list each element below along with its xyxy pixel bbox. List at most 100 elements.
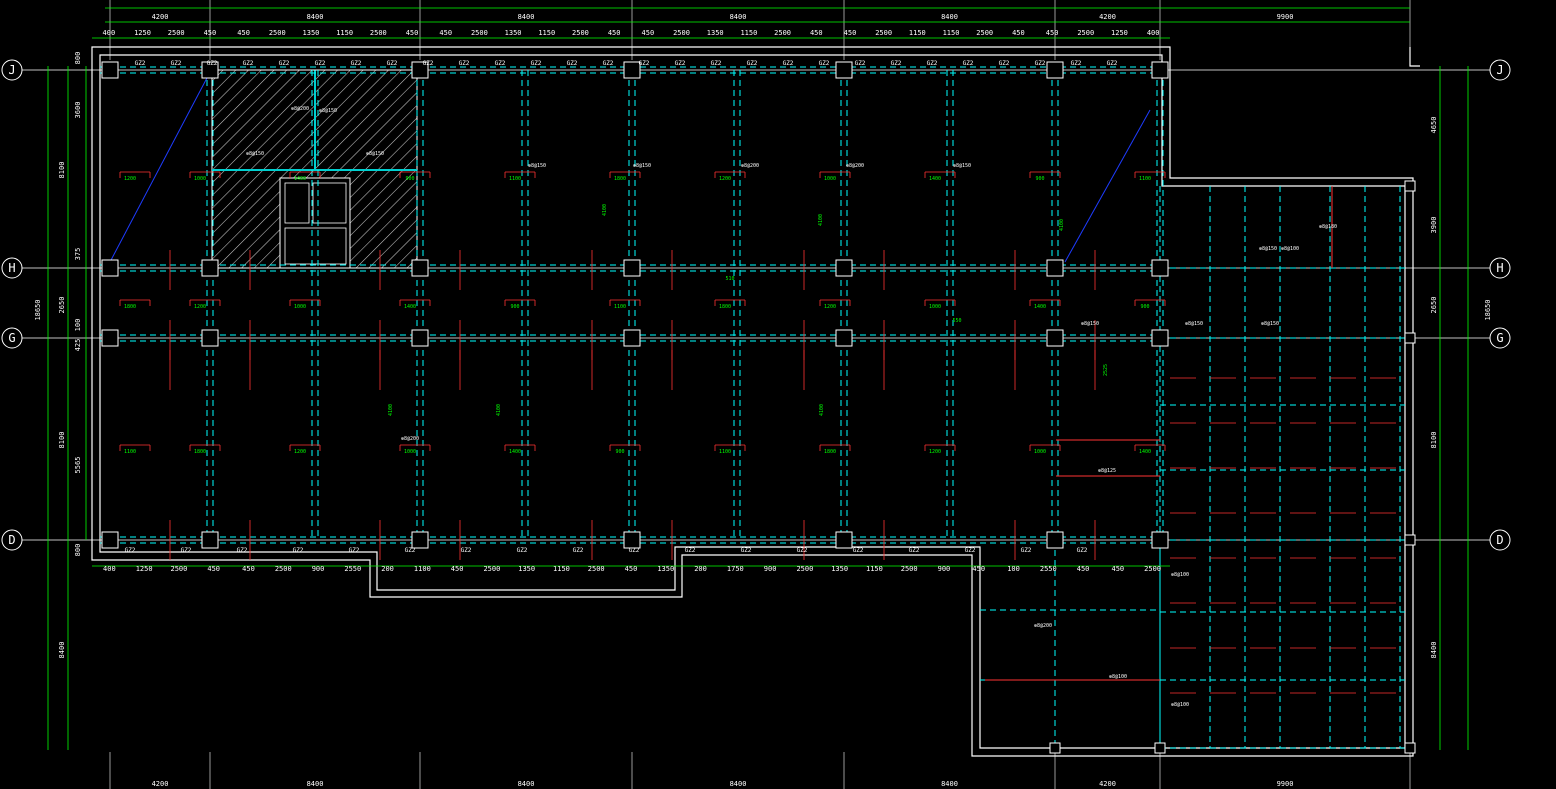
column: [411, 61, 429, 79]
bar-length-label: 1100: [124, 449, 136, 455]
column: [835, 259, 853, 277]
bottom-detail-dimension: 400: [103, 565, 116, 573]
axis-label: H: [1496, 261, 1503, 275]
left-dimension: 100: [74, 319, 82, 332]
right-dimension: 2650: [1430, 297, 1438, 314]
top-detail-dimension: 1350: [505, 29, 522, 37]
top-detail-dimension: 1350: [303, 29, 320, 37]
span-dimension: 550: [952, 318, 961, 324]
top-detail-dimension: 450: [237, 29, 250, 37]
bottom-detail-dimension: 2500: [483, 565, 500, 573]
top-detail-dimension: 450: [204, 29, 217, 37]
column-tag: GZ2: [171, 60, 182, 67]
right-total-dimension: 18650: [1484, 299, 1492, 320]
column-tag: GZ2: [349, 547, 360, 554]
top-detail-dimension: 450: [810, 29, 823, 37]
top-detail-dimension: 2500: [673, 29, 690, 37]
bottom-detail-dimension: 2500: [796, 565, 813, 573]
top-detail-dimension: 1350: [707, 29, 724, 37]
column-tag: GZ2: [711, 60, 722, 67]
axis-label: J: [8, 63, 15, 77]
axis-bubble: [1, 327, 23, 349]
bottom-detail-dimension: 100: [1007, 565, 1020, 573]
column: [101, 531, 119, 549]
span-dimension: 510: [725, 276, 734, 282]
left-dimension: 8100: [58, 162, 66, 179]
column: [1151, 259, 1169, 277]
column-tag: GZ2: [207, 60, 218, 67]
axis-label: J: [1496, 63, 1503, 77]
column-tag: GZ2: [685, 547, 696, 554]
left-total-dimension: 18650: [34, 299, 42, 320]
bar-length-label: 1800: [614, 176, 626, 182]
column: [1404, 332, 1416, 344]
bar-length-label: 900: [1140, 304, 1149, 310]
bottom-bay-dimension: 8400: [518, 780, 535, 788]
column: [1151, 329, 1169, 347]
column: [1046, 329, 1064, 347]
bottom-detail-dimension: 2550: [1040, 565, 1057, 573]
axis-bubble: [1489, 529, 1511, 551]
column-tag: GZ2: [351, 60, 362, 67]
bottom-detail-dimension: 2500: [1144, 565, 1161, 573]
top-detail-dimension: 450: [1012, 29, 1025, 37]
slab-rebar-label: ⊕8@100: [1281, 246, 1299, 252]
bar-length-label: 1200: [929, 449, 941, 455]
top-detail-dimension: 2500: [875, 29, 892, 37]
column-tag: GZ2: [629, 547, 640, 554]
axis-bubble: [1489, 257, 1511, 279]
right-dimension: 8100: [1430, 432, 1438, 449]
axis-bubble: [1489, 327, 1511, 349]
column-tag: GZ2: [135, 60, 146, 67]
top-bay-dimension: 8400: [941, 13, 958, 21]
dynamic-columns: [1, 59, 1511, 754]
slab-rebar-label: ⊕8@150: [319, 108, 337, 114]
column-tag: GZ2: [495, 60, 506, 67]
column: [411, 531, 429, 549]
slab-rebar-label: ⊕8@150: [366, 151, 384, 157]
bar-length-label: 1200: [824, 304, 836, 310]
top-detail-dimension: 1150: [336, 29, 353, 37]
left-dimension: 5565: [74, 457, 82, 474]
bottom-detail-dimension: 1350: [657, 565, 674, 573]
column-tag: GZ2: [573, 547, 584, 554]
top-detail-dimension: 450: [406, 29, 419, 37]
right-dimension: 3900: [1430, 217, 1438, 234]
slab-rebar-label: ⊕8@150: [1259, 246, 1277, 252]
bar-length-label: 1800: [124, 304, 136, 310]
column: [835, 329, 853, 347]
span-dimension: 4100: [602, 204, 608, 216]
column-tag: GZ2: [293, 547, 304, 554]
bar-length-label: 1100: [614, 304, 626, 310]
top-detail-dimension: 450: [439, 29, 452, 37]
column: [1046, 531, 1064, 549]
top-detail-dimension: 2500: [1077, 29, 1094, 37]
bar-length-label: 1400: [929, 176, 941, 182]
bar-length-label: 1400: [1139, 449, 1151, 455]
column-tag: GZ2: [1107, 60, 1118, 67]
left-dimension: 800: [74, 52, 82, 65]
bottom-detail-dimension: 900: [764, 565, 777, 573]
span-dimension: 2525: [1103, 364, 1109, 376]
top-detail-dimension: 2500: [168, 29, 185, 37]
bottom-detail-dimension: 900: [938, 565, 951, 573]
left-dimension: 425: [74, 339, 82, 352]
bar-length-label: 900: [615, 449, 624, 455]
bar-length-label: 1200: [194, 304, 206, 310]
column: [1154, 742, 1166, 754]
bottom-bay-dimension: 8400: [307, 780, 324, 788]
right-dimension: 4650: [1430, 117, 1438, 134]
bar-length-label: 1000: [929, 304, 941, 310]
bar-length-label: 900: [405, 176, 414, 182]
top-detail-dimension: 1150: [943, 29, 960, 37]
column: [201, 259, 219, 277]
axis-label: G: [8, 331, 15, 345]
span-dimension: 4100: [818, 214, 824, 226]
column: [1151, 531, 1169, 549]
top-detail-dimension: 1150: [538, 29, 555, 37]
bar-length-label: 1400: [404, 304, 416, 310]
slab-rebar-label: ⊕8@100: [1171, 572, 1189, 578]
column: [1404, 742, 1416, 754]
bottom-detail-dimension: 450: [242, 565, 255, 573]
left-dimension: 8100: [58, 432, 66, 449]
